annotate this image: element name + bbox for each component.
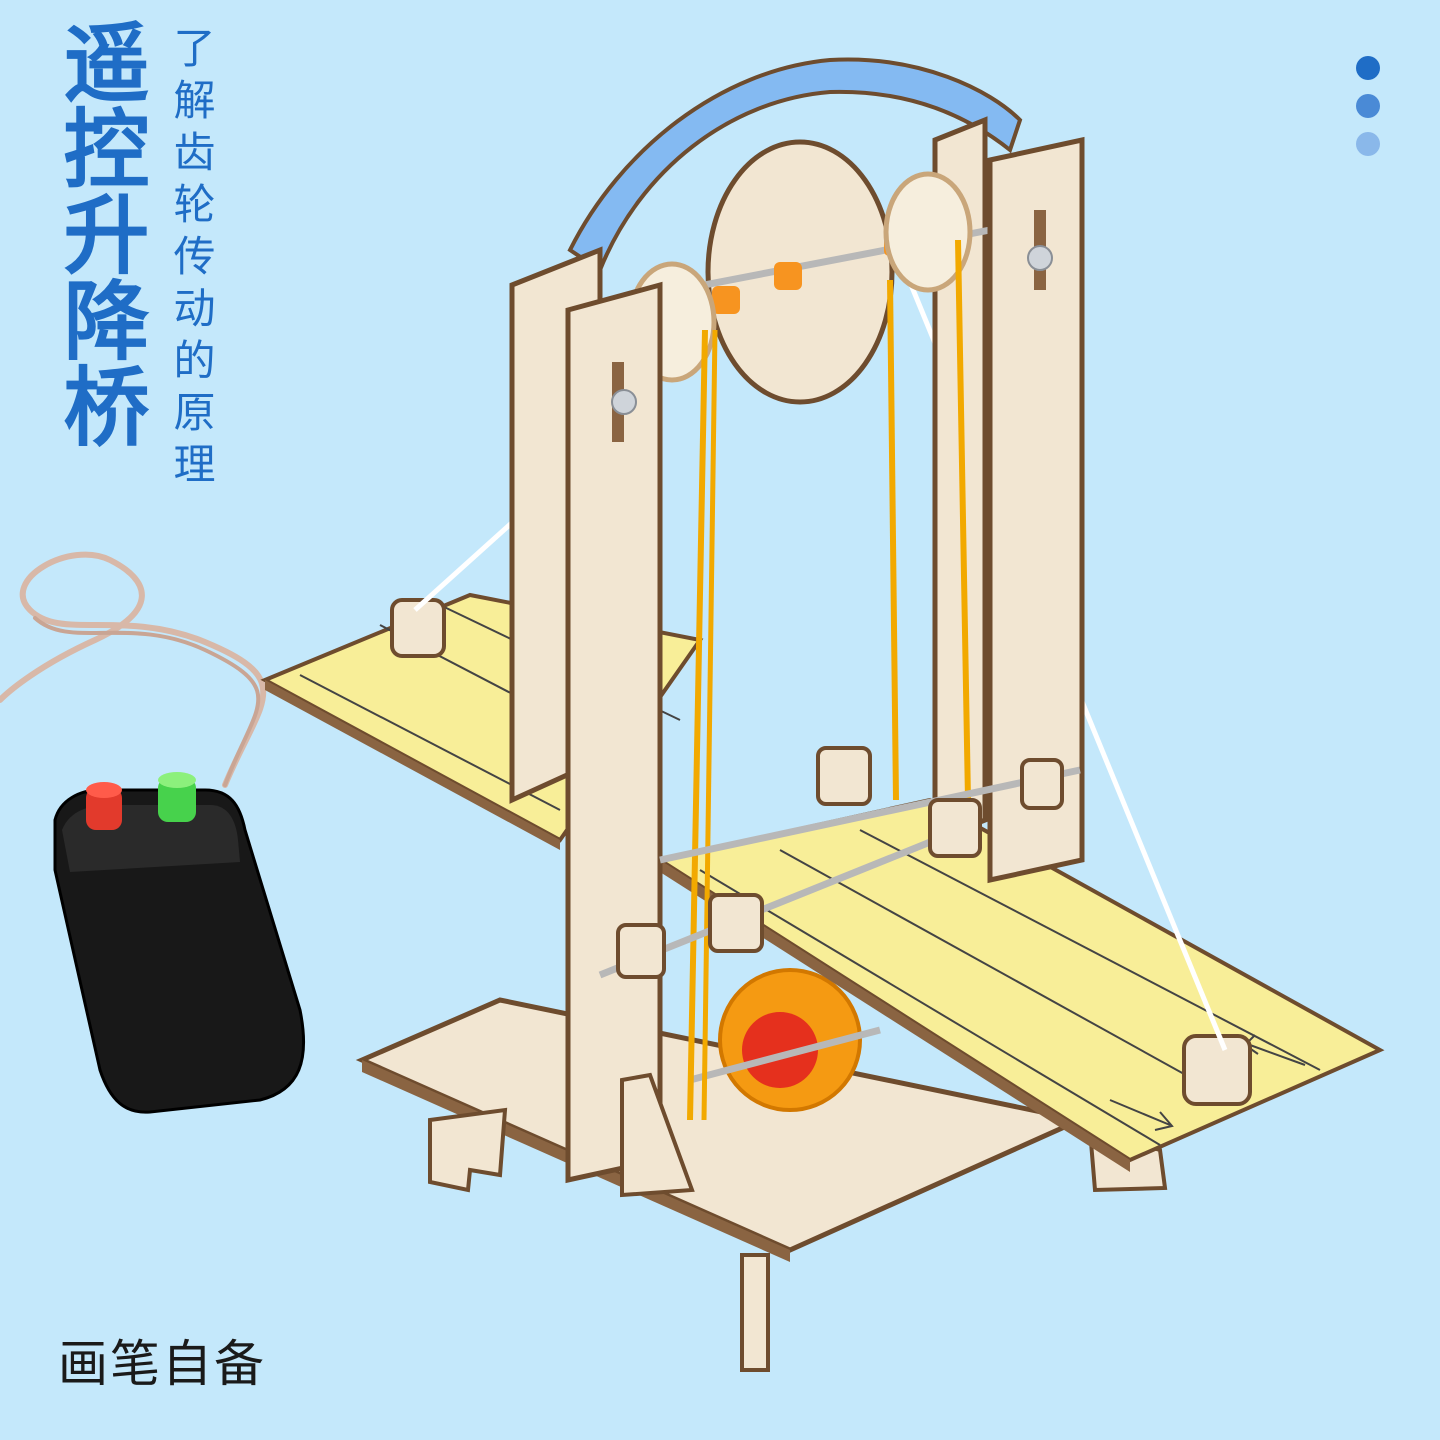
product-subtitle: 了解齿轮传动的原理: [167, 26, 216, 494]
pillar-front-right: [987, 136, 1085, 884]
cross-axle-2: [659, 766, 1081, 864]
support-bracket: [620, 1072, 695, 1198]
page-dot-1[interactable]: [1356, 56, 1380, 80]
remote-cable-2: [33, 616, 261, 787]
lift-string-left: [413, 518, 517, 612]
screw-left: [611, 389, 637, 415]
slider-block-3: [816, 746, 872, 806]
slider-block-4: [928, 798, 982, 858]
deck-right-line-3: [859, 829, 1321, 1071]
rubber-band-3: [887, 279, 899, 801]
pulley-right: [883, 171, 973, 293]
rubber-band-2: [701, 329, 718, 1121]
slider-block-2: [708, 893, 764, 953]
deck-right-line-2: [779, 849, 1241, 1106]
page-dot-2[interactable]: [1356, 94, 1380, 118]
remote-cable: [0, 551, 267, 788]
remote-button-red-top: [86, 782, 122, 798]
rubber-band-1: [687, 329, 708, 1121]
slider-block-5: [1020, 758, 1064, 810]
axle-spacer-2: [774, 262, 802, 290]
remote-button-green: [158, 778, 196, 822]
slider-block-1: [616, 923, 666, 979]
axle-spacer-1: [712, 286, 740, 314]
deck-left-edge: [265, 680, 560, 850]
rubber-band-4: [955, 239, 971, 801]
blue-arch: [567, 57, 1023, 274]
base-leg-front: [740, 1253, 770, 1372]
red-gear: [742, 1012, 818, 1088]
remote-button-green-top: [158, 772, 196, 788]
base-leg-left: [428, 1107, 508, 1193]
deck-hook-right: [1182, 1034, 1252, 1106]
screw-right: [1027, 245, 1053, 271]
deck-arrow-1: [1109, 1099, 1174, 1131]
deck-right-line-1: [699, 869, 1161, 1146]
motor-axle: [689, 1026, 881, 1084]
remote-control: [53, 772, 306, 1114]
page-indicator: [1356, 56, 1384, 170]
product-title: 遥控升降桥: [48, 18, 148, 448]
remote-button-red: [86, 788, 122, 830]
page-dot-3[interactable]: [1356, 132, 1380, 156]
deck-right-edge: [660, 860, 1130, 1172]
footnote-text: 画笔自备: [58, 1335, 266, 1393]
deck-hook-left: [390, 598, 446, 658]
